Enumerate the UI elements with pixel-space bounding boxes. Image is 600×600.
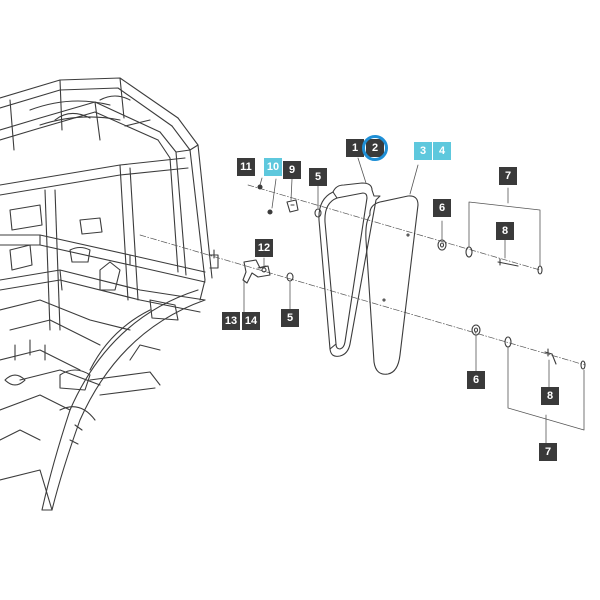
callout-10: 10: [264, 158, 282, 176]
cab-frame: [0, 77, 219, 511]
callout-11: 11: [237, 158, 255, 176]
callout-1: 1: [346, 139, 364, 157]
callout-2-highlight-ring: [362, 135, 388, 161]
callout-6-lower: 6: [467, 371, 485, 389]
hardware-parts: [242, 184, 586, 370]
callout-8-upper: 8: [496, 222, 514, 240]
callout-14: 14: [242, 312, 260, 330]
callout-7-upper: 7: [499, 167, 517, 185]
callout-5-lower: 5: [281, 309, 299, 327]
window-frame-gasket: [318, 182, 381, 357]
callout-8-lower: 8: [541, 387, 559, 405]
callout-7-lower: 7: [539, 443, 557, 461]
callout-3: 3: [414, 142, 432, 160]
leader-lines: [243, 157, 585, 445]
callout-5-upper: 5: [309, 168, 327, 186]
callout-6-upper: 6: [433, 199, 451, 217]
callout-9: 9: [283, 161, 301, 179]
window-glass-pane: [365, 195, 419, 375]
callout-12: 12: [255, 239, 273, 257]
callout-13: 13: [222, 312, 240, 330]
callout-4: 4: [433, 142, 451, 160]
